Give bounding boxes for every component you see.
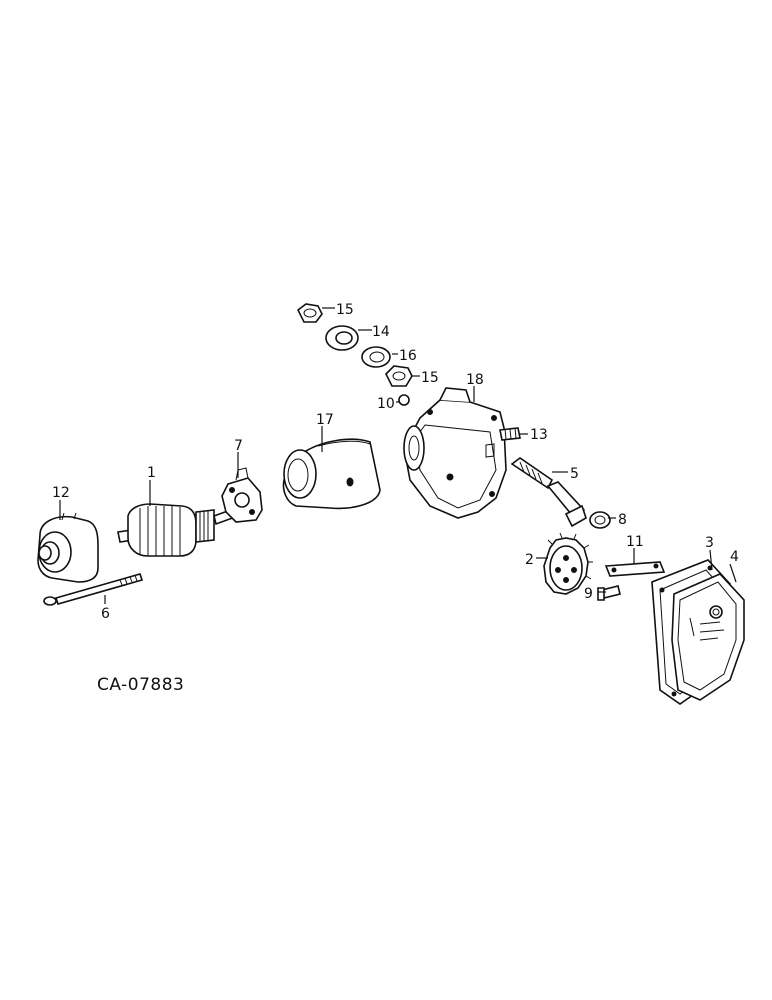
part-4-cover xyxy=(671,573,745,701)
part-7-brush-plate xyxy=(221,467,263,523)
part-9-screw xyxy=(597,585,621,601)
part-15-nut-upper xyxy=(296,303,323,323)
part-16-washer xyxy=(361,346,391,368)
callout-9: 9 xyxy=(584,586,593,602)
part-10-plug xyxy=(398,394,410,406)
callout-1: 1 xyxy=(147,465,156,481)
callout-13: 13 xyxy=(530,427,548,443)
callout-11: 11 xyxy=(626,534,644,550)
part-11-strap xyxy=(604,561,666,577)
callout-17: 17 xyxy=(316,412,334,428)
part-6-through-bolt xyxy=(43,573,144,606)
callout-12: 12 xyxy=(52,485,70,501)
part-1-armature xyxy=(117,503,239,557)
callout-2: 2 xyxy=(525,552,534,568)
callout-7: 7 xyxy=(234,438,243,454)
leader-lines xyxy=(59,307,737,604)
part-15-nut-lower xyxy=(385,365,413,387)
part-5-drive-shaft xyxy=(510,457,587,528)
callout-15-lower: 15 xyxy=(421,370,439,386)
callout-18: 18 xyxy=(466,372,484,388)
callout-8: 8 xyxy=(618,512,627,528)
callout-labels: 12 1 7 17 18 15 14 16 15 10 13 5 8 2 9 1… xyxy=(52,302,739,622)
part-8-washer xyxy=(589,511,611,529)
part-13-set-screw xyxy=(499,427,521,441)
drawing-reference-number: CA-07883 xyxy=(97,675,184,695)
part-14-bushing xyxy=(325,325,359,351)
callout-10: 10 xyxy=(377,396,395,412)
callout-3: 3 xyxy=(705,535,714,551)
callout-5: 5 xyxy=(570,466,579,482)
callout-6: 6 xyxy=(101,606,110,622)
part-18-drive-housing xyxy=(403,387,507,519)
part-17-field-frame xyxy=(282,438,381,510)
part-12-end-cap xyxy=(37,512,99,583)
callout-15-upper: 15 xyxy=(336,302,354,318)
part-2-gear xyxy=(543,532,593,595)
callout-4: 4 xyxy=(730,549,739,565)
callout-16: 16 xyxy=(399,348,417,364)
callout-14: 14 xyxy=(372,324,390,340)
